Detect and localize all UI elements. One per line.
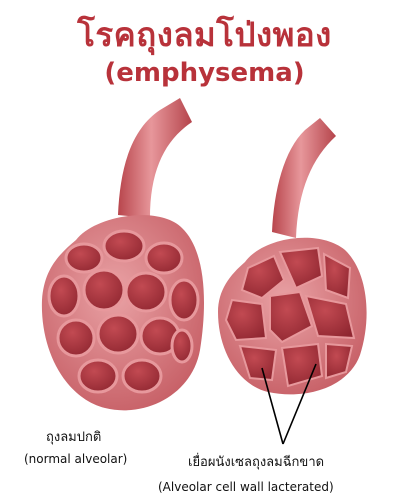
damaged-bronchiole (272, 118, 336, 238)
damaged-label-thai: เยื่อผนังเซลถุงลมฉีกขาด (188, 455, 324, 470)
damaged-label-english: (Alveolar cell wall lacterated) (158, 480, 334, 495)
normal-alveolus (58, 320, 94, 356)
normal-alveolus (104, 231, 144, 261)
normal-alveolus (126, 273, 166, 311)
normal-alveolus (49, 276, 79, 316)
normal-label-thai: ถุงลมปกติ (46, 430, 101, 445)
normal-alveolus (98, 315, 138, 353)
normal-label-english: (normal alveolar) (24, 452, 127, 467)
damaged-alveolar-cluster (218, 238, 367, 395)
normal-alveolus (170, 280, 198, 320)
normal-alveolus (146, 243, 182, 273)
normal-alveolus (84, 270, 124, 310)
damaged-alveolus (226, 300, 266, 340)
normal-alveolus (66, 244, 102, 272)
normal-alveolus (172, 330, 192, 362)
normal-alveolar-cluster (42, 215, 204, 410)
normal-alveolus (79, 360, 117, 392)
normal-bronchiole (118, 98, 192, 218)
normal-alveolus (123, 360, 161, 392)
